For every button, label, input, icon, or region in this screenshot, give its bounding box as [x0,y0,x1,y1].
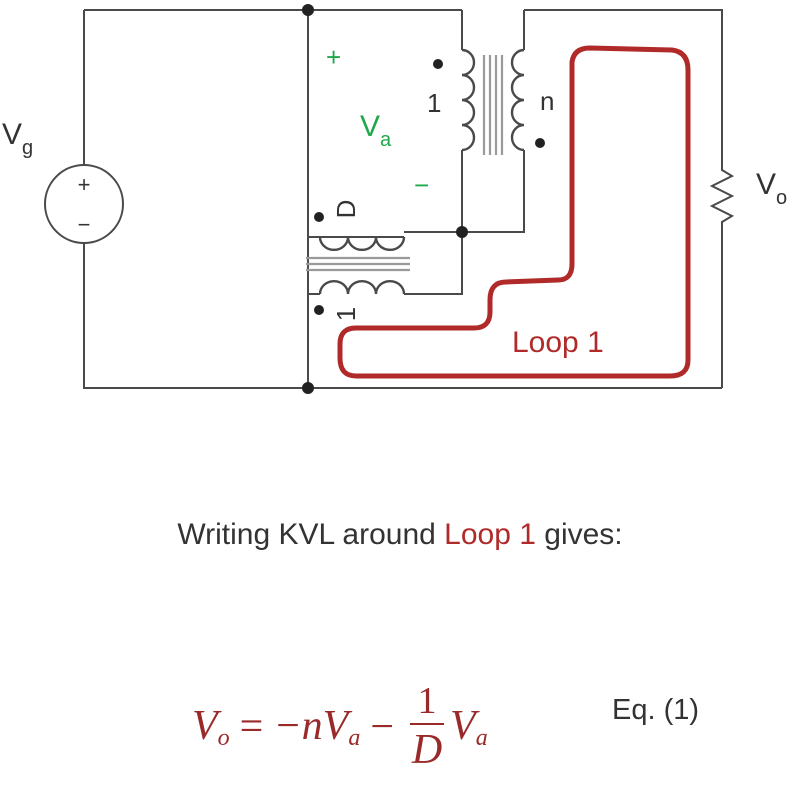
polarity-dot-lower-bottom [314,305,324,315]
loop-label: Loop 1 [512,326,604,359]
frac-numerator: 1 [417,680,437,722]
load-resistor [709,160,735,228]
lower-turns-top: D [331,200,361,219]
eq-lhs: Vo [192,703,230,751]
kvl-sentence: Writing KVL around Loop 1 gives: [0,518,800,552]
eq-term1: −nVa [273,703,361,751]
frac-denominator: D [411,727,443,773]
eq-fraction: 1 D [410,679,445,775]
equation-number: Eq. (1) [612,694,700,726]
eq-minus: − [370,704,395,750]
eq-equals: = [239,704,264,750]
equation-1: Vo = −nVa − 1 D Va [192,662,488,792]
junction-dots [302,4,468,394]
polarity-dot-lower-top [314,212,324,222]
sentence-before: Writing KVL around [177,518,445,551]
polarity-dot-upper-primary [433,59,443,69]
source-label: Vg [2,118,33,159]
frac-bar [410,723,445,725]
sentence-highlight: Loop 1 [444,518,536,551]
lower-transformer [306,212,410,315]
source-plus: + [78,172,91,197]
loop-1-path [337,45,691,379]
upper-transformer [433,48,545,155]
va-minus: − [414,170,429,200]
source-minus: − [78,212,91,237]
wires [83,9,723,389]
upper-turns-primary: 1 [427,88,441,118]
lower-turns-bottom: 1 [331,307,361,321]
upper-turns-secondary: n [540,86,554,116]
va-plus: + [326,42,341,72]
sentence-after: gives: [535,518,623,551]
va-label: Va [360,110,392,151]
eq-term2: Va [450,703,488,751]
load-label: Vo [756,168,787,209]
polarity-dot-upper-secondary [535,138,545,148]
voltage-source: + − [44,164,124,244]
circuit-diagram: + − Vg 1 n D 1 Vo + Va [2,4,787,394]
